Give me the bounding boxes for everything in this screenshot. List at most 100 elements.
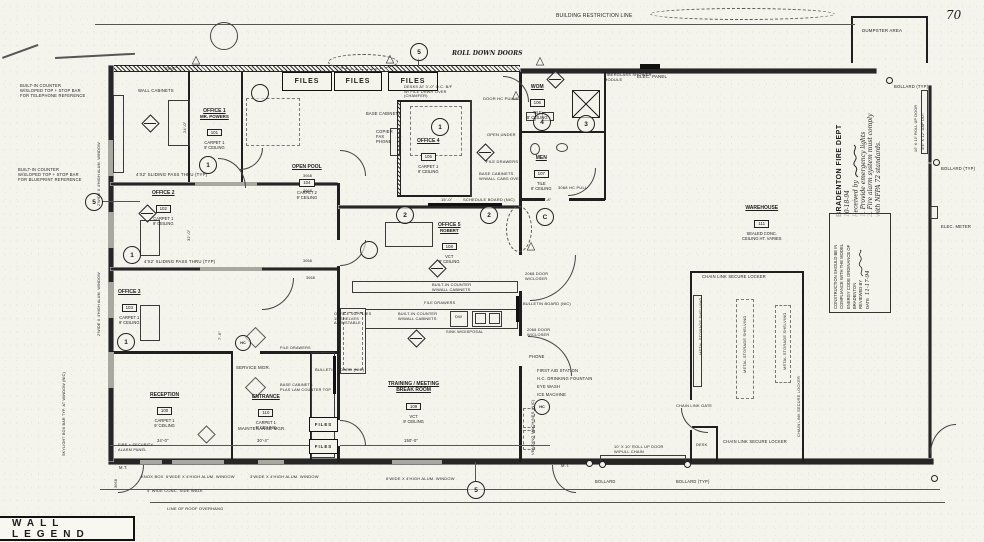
plan-label: LINE OF ROOF OVERHANG: [167, 506, 224, 511]
room-finish: CARPET 1 9' CEILING: [118, 315, 140, 326]
wall: [928, 163, 932, 462]
bollard-symbol: [599, 461, 606, 468]
plan-label: ROLL DOWN DOORS: [452, 50, 523, 57]
plan-label: BUILT-IN COUNTER W/WALL CABINETS: [398, 311, 438, 321]
diamond-divider: [144, 123, 156, 124]
files-cabinet: FILES: [282, 72, 332, 91]
window-segment: [108, 212, 114, 248]
plan-label: EYE WASH: [537, 384, 561, 389]
wall: [260, 351, 338, 354]
files-cabinet: FILES: [309, 439, 338, 454]
revision-triangle-icon: △: [511, 88, 521, 101]
plan-label: BOLLARD (TYP): [894, 84, 929, 89]
door-swing-arc: [340, 420, 366, 446]
wall: [520, 68, 877, 74]
dashed-outline: [410, 106, 462, 156]
plan-label: ELEC. PANEL: [637, 74, 668, 79]
keynote-bubble: 5: [467, 481, 485, 499]
hatched-wall: [108, 65, 520, 72]
chair-symbol: [197, 425, 216, 444]
plan-label: 19'-6": [165, 66, 177, 71]
wall: [802, 271, 804, 462]
window-segment: [108, 140, 114, 176]
keynote-bubble: 1: [123, 246, 141, 264]
plan-label: DESKS AT 3'-0" O.C. B/F W/ FILE DRWR OVE…: [404, 84, 453, 99]
room-finish: CARPET 1 9' CEILING: [255, 420, 277, 431]
stamp-date-row: DATE 11-17-94: [865, 270, 872, 309]
room-subname: MR. POWERS: [200, 114, 229, 120]
room-number: 107: [533, 170, 549, 178]
plan-label: 21'-8": [540, 197, 552, 202]
wall: [110, 351, 231, 354]
room-number: 100: [156, 407, 173, 415]
plan-label: 3068: [303, 259, 313, 263]
plan-label: FILE DRAWERS: [486, 159, 519, 164]
room-number: 110: [258, 409, 274, 417]
plan-label: VENDING MACHINES (NIC): [530, 399, 535, 455]
plan-label: 3068: [306, 276, 316, 280]
keynote-diamond: [476, 143, 495, 162]
casework-outline: [340, 308, 366, 374]
room-finish: CARPET 1 9' CEILING: [152, 216, 174, 227]
casework-outline: [921, 90, 928, 154]
room-finish: SEALED CONC. CEILING HT. VARIES: [742, 231, 782, 242]
keynote-diamond: [407, 329, 426, 348]
casework-outline: [470, 100, 472, 197]
plan-label: ELEC. METER: [941, 224, 972, 229]
plan-label: 6'WIDE X 4'HIGH ALUM. WINDOW: [386, 476, 455, 481]
plan-label: BULLETIN BOARD (NIC): [523, 301, 571, 306]
wall-opening: [519, 255, 522, 291]
plan-label: SCHEDULE BOARD (NIC): [463, 197, 515, 202]
wall: [716, 426, 718, 462]
wall-opening: [519, 336, 522, 366]
room-number: 105: [420, 153, 436, 161]
plan-label: COPIER FAX PHONE: [376, 129, 393, 144]
plan-label: 10' X 10' ROLL UP DOOR W/PULL CHAIN: [614, 444, 664, 454]
plan-label: 2068 DOOR W/CLOSER: [525, 271, 549, 281]
leader-line: [100, 489, 940, 490]
fixture-oval: [556, 143, 568, 152]
fire-dept-note-1: 1. Provide emergency lights: [859, 131, 867, 217]
casework-outline: [385, 222, 433, 247]
plan-label: 15'-0": [441, 197, 453, 202]
diamond-divider: [479, 152, 491, 153]
keynote-bubble: 1: [199, 156, 217, 174]
keynote-diamond: [546, 70, 565, 89]
wall-opening: [337, 420, 340, 446]
board-panel: [428, 203, 502, 206]
plan-label: M.T.: [561, 463, 570, 468]
keynote-bubble: [251, 84, 269, 102]
plan-label: BASE CABINETS PLAS LAM COUNTER TOP: [280, 383, 332, 392]
plan-label: OPEN UNDER: [487, 132, 516, 137]
shower-module: [572, 90, 600, 118]
fire-dept-reviewed: Received by: [852, 91, 860, 217]
plan-label: WALL CABINETS: [138, 88, 174, 93]
window-segment: [258, 460, 284, 464]
wall-legend-box: WALL LEGEND: [0, 516, 135, 541]
stamp-date-value: 11-17-94: [865, 270, 872, 296]
dashed-outline: [736, 299, 754, 399]
revision-triangle-icon: △: [526, 239, 536, 252]
keynote-bubble: 5: [410, 43, 428, 61]
board-panel: [640, 64, 660, 69]
wall: [926, 16, 928, 63]
door-swing-arc: [681, 408, 708, 433]
plan-label: METAL STORAGE SHELVING: [698, 297, 703, 355]
wall: [241, 72, 243, 183]
keynote-diamond: [141, 114, 160, 133]
leader-line: [102, 201, 140, 202]
wall-opening: [337, 240, 340, 266]
keynote-bubble: [360, 241, 378, 259]
plan-label: BOLLARD (TYP): [676, 479, 710, 484]
plan-label: FILE DRAWERS PLAS LAM COUNTER TOP: [280, 346, 332, 355]
door-swing-arc: [240, 148, 263, 170]
keynote-bubble: HC: [534, 399, 550, 415]
plan-label: 3/4" X 12" DAP OUT: [921, 112, 925, 150]
plan-label: DW: [455, 314, 463, 319]
plan-label: BASE CABINETS: [366, 111, 402, 116]
wall: [690, 271, 692, 462]
